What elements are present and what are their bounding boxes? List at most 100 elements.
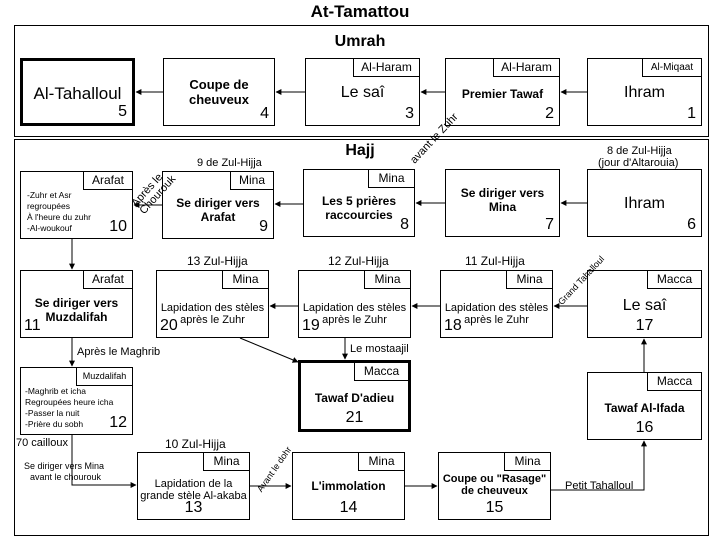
step-1-label: Ihram <box>624 84 665 101</box>
step-17-location: Macca <box>647 270 702 289</box>
step-2-label: Premier Tawaf <box>461 87 544 101</box>
step-10-details: -Zuhr et Asr regroupées À l'heure du zuh… <box>27 190 91 234</box>
step-18-label: Lapidation des stèles après le Zuhr <box>444 302 549 326</box>
step-21-box: Macca Tawaf D'adieu 21 <box>298 360 411 432</box>
step-21-number: 21 <box>345 409 364 426</box>
step-3-number: 3 <box>405 105 414 122</box>
step-6-box: Ihram 6 <box>587 169 702 237</box>
step-15-number: 15 <box>485 499 504 516</box>
step-17-label: Le saî <box>622 297 667 314</box>
step-3-box: Al-Haram Le saî 3 <box>305 58 420 126</box>
step-8-number: 8 <box>400 216 409 233</box>
arrow-15-to-16 <box>551 440 647 491</box>
step-8-box: Mina Les 5 prières raccourcies 8 <box>303 169 415 237</box>
step-11-box: Arafat Se diriger vers Muzdalifah 11 <box>20 270 133 338</box>
step-17-number: 17 <box>635 317 654 334</box>
step-12-location: Muzdalifah <box>76 367 133 386</box>
step-8-label: Les 5 prières raccourcies <box>321 194 397 222</box>
step-7-label: Se diriger vers Mina <box>460 186 545 214</box>
step-14-number: 14 <box>339 499 358 516</box>
umrah-frame <box>14 25 709 137</box>
step-13-note-date: 10 Zul-Hijja <box>165 437 226 451</box>
edge-label-petit-tahalloul: Petit Tahalloul <box>565 480 634 492</box>
step-1-location: Al-Miqaat <box>642 58 702 77</box>
step-15-label: Coupe ou "Rasage" de cheuveux <box>442 473 547 497</box>
step-6-note-date: 8 de Zul-Hijja <box>607 145 672 157</box>
step-9-note-date: 9 de Zul-Hijja <box>197 157 262 169</box>
step-3-location: Al-Haram <box>353 58 420 77</box>
diagram-title: At-Tamattou <box>310 2 410 21</box>
step-19-note-date: 12 Zul-Hijja <box>328 254 389 268</box>
step-19-location: Mina <box>364 270 411 289</box>
step-9-label: Se diriger vers Arafat <box>176 196 260 224</box>
step-6-number: 6 <box>687 216 696 233</box>
step-16-label: Tawaf Al-Ifada <box>604 401 685 415</box>
step-2-box: Al-Haram Premier Tawaf 2 <box>445 58 560 126</box>
step-12-line: Regroupées heure icha <box>25 397 114 407</box>
step-10-number: 10 <box>109 218 127 235</box>
step-12-number: 12 <box>109 414 127 431</box>
step-16-box: Macca Tawaf Al-Ifada 16 <box>587 372 702 440</box>
step-4-box: Coupe de cheuveux 4 <box>163 58 275 126</box>
step-9-box: Mina Se diriger vers Arafat 9 <box>162 171 274 239</box>
step-4-label: Coupe de cheuveux <box>189 77 249 107</box>
step-13-label: Lapidation de la grande stèle Al-akaba <box>140 478 247 502</box>
step-16-number: 16 <box>635 419 654 436</box>
step-20-box: Mina Lapidation des stèles après le Zuhr… <box>156 270 269 338</box>
umrah-title: Umrah <box>334 33 386 50</box>
step-6-label: Ihram <box>624 195 665 212</box>
step-6-note-day: (jour d'Altarouia) <box>598 157 679 169</box>
step-4-number: 4 <box>260 105 269 122</box>
step-10-line: -Al-woukouf <box>27 223 72 233</box>
step-15-box: Mina Coupe ou "Rasage" de cheuveux 15 <box>438 452 551 520</box>
step-20-number: 20 <box>160 317 178 334</box>
step-10-line: À l'heure du zuhr <box>27 212 91 222</box>
step-7-number: 7 <box>545 216 554 233</box>
step-12-details: -Maghrib et icha Regroupées heure icha -… <box>25 386 113 430</box>
step-16-location: Macca <box>647 372 702 391</box>
step-14-location: Mina <box>358 452 405 471</box>
step-12-line: -Passer la nuit <box>25 408 80 418</box>
step-18-note-date: 11 Zul-Hijja <box>465 254 525 268</box>
step-11-location: Arafat <box>83 270 133 289</box>
step-12-line: -Prière du sobh <box>25 419 84 429</box>
step-5-label: Al-Tahalloul <box>33 84 122 103</box>
mostaajil-label: Le mostaajil <box>350 343 409 355</box>
step-19-number: 19 <box>302 317 320 334</box>
step-20-location: Mina <box>222 270 269 289</box>
step-12-box: Muzdalifah -Maghrib et icha Regroupées h… <box>20 367 133 435</box>
step-14-label: L'immolation <box>311 479 386 493</box>
step-15-location: Mina <box>504 452 551 471</box>
step-20-note-date: 13 Zul-Hijja <box>187 254 248 268</box>
step-19-label: Lapidation des stèles après le Zuhr <box>302 302 407 326</box>
step-1-number: 1 <box>687 105 696 122</box>
step-13-number: 13 <box>184 499 203 516</box>
arrow-12-to-13 <box>71 435 137 488</box>
step-17-box: Macca Le saî 17 <box>587 270 702 338</box>
edge-label-avant-chourouk: avant le chourouk <box>30 472 102 482</box>
step-11-number: 11 <box>24 317 41 334</box>
edge-label-se-diriger-mina: Se diriger vers Mina <box>24 461 105 471</box>
step-7-box: Se diriger vers Mina 7 <box>445 169 560 237</box>
step-8-location: Mina <box>368 169 415 188</box>
step-2-location: Al-Haram <box>493 58 560 77</box>
step-9-number: 9 <box>259 218 268 235</box>
step-12-line: -Maghrib et icha <box>25 386 86 396</box>
edge-label-apres-maghrib: Après le Maghrib <box>77 346 161 358</box>
step-14-box: Mina L'immolation 14 <box>292 452 405 520</box>
hajj-title: Hajj <box>345 142 375 159</box>
step-9-location: Mina <box>230 171 274 190</box>
step-13-location: Mina <box>203 452 250 471</box>
step-19-box: Mina Lapidation des stèles après le Zuhr… <box>298 270 411 338</box>
step-2-number: 2 <box>545 105 554 122</box>
step-20-label: Lapidation des stèles après le Zuhr <box>160 302 265 326</box>
arrow-20-to-21 <box>239 337 299 363</box>
step-18-number: 18 <box>444 317 462 334</box>
step-13-box: Mina Lapidation de la grande stèle Al-ak… <box>137 452 250 520</box>
step-10-box: Arafat -Zuhr et Asr regroupées À l'heure… <box>20 171 133 239</box>
step-1-box: Al-Miqaat Ihram 1 <box>587 58 702 126</box>
step-5-number: 5 <box>118 103 127 120</box>
edge-label-cailloux: 70 cailloux <box>16 437 68 449</box>
hajj-frame <box>14 139 709 536</box>
